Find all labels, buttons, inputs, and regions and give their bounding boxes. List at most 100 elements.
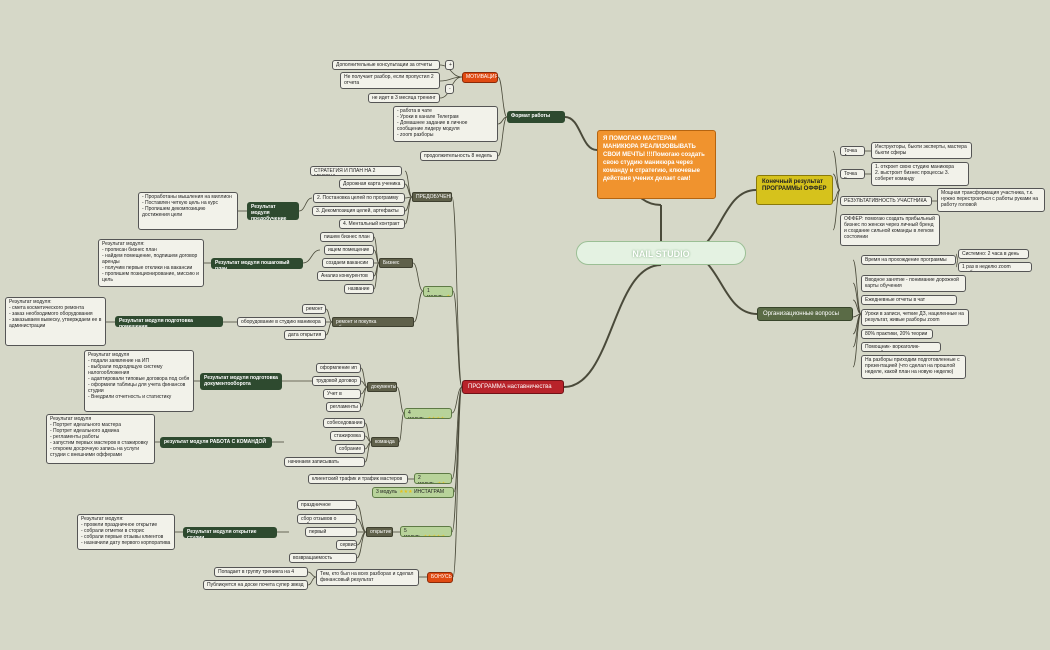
motivation-plus[interactable]: + — [445, 60, 454, 70]
team-item-booking[interactable]: начинаем записывать клиентов — [284, 457, 365, 467]
connector-line — [497, 116, 508, 157]
docs-node[interactable]: документы — [367, 382, 397, 392]
connector-line — [404, 196, 413, 225]
module-4-label: 4 модуль — [408, 410, 425, 419]
rm-node[interactable]: ремонт и покупка оборудования — [332, 317, 414, 327]
connector-line — [439, 64, 463, 78]
bonus-item-group[interactable]: Попадает в группу тренинга на 4 мес — [214, 567, 308, 577]
bp-item-competitors[interactable]: Анализ конкурентов — [317, 271, 374, 281]
module-2-node[interactable]: 2 модуль★★ — [414, 473, 452, 484]
doc-result-label[interactable]: Результат модуля подготовка документообо… — [200, 373, 282, 390]
pre-item-decomposition[interactable]: 3. Декомпозиция целей, артефакты — [312, 206, 405, 216]
module-3-node[interactable]: 3 модуль★★★ ИНСТАГРАМ — [372, 487, 454, 498]
opening-node[interactable]: открытие — [366, 527, 393, 537]
team-item-meeting[interactable]: собрание — [335, 444, 365, 454]
doc-item-labor-contract[interactable]: трудовой договор — [312, 376, 361, 386]
connector-line — [852, 259, 862, 315]
format-list[interactable]: - работа в чате - Уроки в канале Телегра… — [393, 106, 498, 142]
team-node[interactable]: команда — [371, 437, 399, 447]
open-item-party[interactable]: праздничное открытие — [297, 500, 357, 510]
org-lessons[interactable]: Уроки в записи, четкие ДЗ, нацеленные на… — [861, 309, 969, 326]
m2-item-traffic[interactable]: клиентский трафик и трафик мастеров — [308, 474, 408, 484]
motivation-node[interactable]: МОТИВАЦИЯ — [462, 72, 498, 83]
connector-line — [356, 504, 367, 533]
module-5-node[interactable]: 5 модуль★★★★★ — [400, 526, 452, 537]
team-result-text[interactable]: Результат модуля - Портрет идеального ма… — [46, 414, 155, 464]
rm-result-text[interactable]: Результат модуля: - смета косметического… — [5, 297, 106, 346]
final-result-node[interactable]: Конечный результат ПРОГРАММЫ ОФФЕР — [756, 175, 833, 205]
open-item-service[interactable]: сервис — [336, 540, 357, 550]
team-result-label[interactable]: результат модуля РАБОТА С КОМАНДОЙ — [160, 437, 272, 448]
bp-item-premises[interactable]: ищем помещение — [324, 245, 374, 255]
pre-item-strategy[interactable]: СТРАТЕГИЯ И ПЛАН НА 2 МЕСЯЦА. — [310, 166, 402, 176]
org-intro[interactable]: Вводное занятие - понимание дорожной кар… — [861, 275, 966, 292]
org-questions-node[interactable]: Организационные вопросы — [757, 307, 853, 321]
team-item-internship[interactable]: стажировка — [330, 431, 365, 441]
connector-line — [563, 264, 662, 388]
connector-line — [832, 150, 841, 191]
bp-item-vacancies[interactable]: создаем вакансии — [322, 258, 374, 268]
connector-line — [325, 321, 333, 336]
org-preparation[interactable]: На разборы приходим подготовленные с пре… — [861, 355, 966, 379]
open-item-reviews[interactable]: сбор отзывов о работе — [297, 514, 357, 524]
doc-item-regulations[interactable]: регламенты — [326, 402, 361, 412]
pre-result-label[interactable]: Результат модуля предобучение — [247, 202, 299, 220]
participant-result-text[interactable]: Мощная трансформация участника, т.к. нуж… — [937, 188, 1045, 212]
bonus-item-honor-board[interactable]: Публикуется на доске почета супер звезд — [203, 580, 308, 590]
module-2-label: 2 модуль — [418, 475, 435, 484]
connector-line — [564, 116, 598, 151]
team-item-interview[interactable]: собеседование — [323, 418, 365, 428]
point-b-text[interactable]: 1. откроет свою студию маникюра 2. выстр… — [871, 162, 969, 186]
org-practice[interactable]: 80% практики, 20% теории — [861, 329, 933, 339]
module-1-node[interactable]: 1 модуль★ — [423, 286, 453, 297]
connector-line — [404, 170, 413, 198]
point-b[interactable]: Точка Б — [840, 169, 865, 179]
bonus-node[interactable]: БОНУСЫ — [427, 572, 453, 583]
bp-result-text[interactable]: Результат модуля: - прописан бизнес план… — [98, 239, 204, 287]
open-item-retention[interactable]: возвращаемость клиентов — [289, 553, 357, 563]
bp-node[interactable]: Бизнес план — [379, 258, 413, 268]
rm-result-label[interactable]: Результат модуля подготовка помещения — [115, 316, 223, 327]
pre-item-goals[interactable]: 2. Постановка целей по программу — [313, 193, 405, 203]
motivation-item-no-training[interactable]: не идет в 3 месяца тренинг — [368, 93, 440, 103]
format-node[interactable]: Формат работы — [507, 111, 565, 123]
open-item-corporate[interactable]: первый корпоратив — [305, 527, 357, 537]
rm-item-opening-date[interactable]: дата открытия — [284, 330, 326, 340]
offer-statement[interactable]: Я ПОМОГАЮ МАСТЕРАМ МАНИКЮРА РЕАЛИЗОВЫВАТ… — [597, 130, 716, 199]
org-time-weekly[interactable]: 1 раз в неделю zoom разбор — [958, 262, 1032, 272]
pre-item-roadmap[interactable]: Дорожная карта ученика — [339, 179, 405, 189]
open-result-text[interactable]: Результат модуля: - провели праздничное … — [77, 514, 175, 550]
central-topic[interactable]: NAIL STUDIO — [576, 241, 746, 265]
participant-result[interactable]: РЕЗУЛЬТАТИВНОСТЬ УЧАСТНИКА — [840, 196, 932, 206]
star-icon: ★★★★ — [426, 416, 445, 419]
doc-item-accounting[interactable]: Учет в студии маникюра — [323, 389, 361, 399]
star-icon: ★ — [445, 294, 451, 297]
bp-item-name[interactable]: название — [344, 284, 374, 294]
org-assistant[interactable]: Помощник- воркаголик- дорогой — [861, 342, 941, 352]
open-result-label[interactable]: Результат модуля открытие студии — [183, 527, 277, 538]
pre-result-text[interactable]: - Проработаны мышления на миллион - Пост… — [138, 192, 238, 230]
point-a-text[interactable]: Инструкторы, бьюти эксперты, мастера бью… — [871, 142, 972, 159]
bp-result-label[interactable]: Результат модуля пошаговый план — [211, 258, 303, 269]
motivation-item-extra-consults[interactable]: Дополнительные консультации за отчеты — [332, 60, 440, 70]
rm-item-repair[interactable]: ремонт — [302, 304, 326, 314]
format-duration[interactable]: продолжительность 8 недель — [420, 151, 498, 161]
connector-line — [497, 76, 508, 118]
pre-item-contract[interactable]: 4. Ментальный контракт — [339, 219, 405, 229]
motivation-minus[interactable]: - — [445, 84, 454, 94]
bonus-condition[interactable]: Тем, кто был на всех разборах и сделал ф… — [316, 569, 419, 586]
doc-result-text[interactable]: Результат модуля - подали заявление на И… — [84, 350, 194, 412]
org-time-daily[interactable]: Системно: 2 часа в день — [958, 249, 1029, 259]
offer-text[interactable]: ОФФЕР: помогаю создать прибыльный бизнес… — [840, 214, 940, 246]
org-time[interactable]: Время на прохождение программы — [861, 255, 956, 265]
module-4-node[interactable]: 4 модуль★★★★ — [404, 408, 452, 419]
motivation-item-no-review[interactable]: Не получает разбор, если пропустил 2 отч… — [340, 72, 440, 89]
doc-item-ip[interactable]: оформление ип — [316, 363, 361, 373]
bp-item-plan[interactable]: пишем бизнес план — [320, 232, 374, 242]
point-a[interactable]: Точка А — [840, 146, 865, 156]
program-node[interactable]: ПРОГРАММА наставничества — [462, 380, 564, 394]
org-reports[interactable]: Ежедневные отчеты в чат — [861, 295, 957, 305]
rm-item-equipment[interactable]: оборудование в студию маникюра — [237, 317, 326, 327]
preob-node[interactable]: ПРЕДОБУЧЕНИЕ — [412, 192, 452, 202]
